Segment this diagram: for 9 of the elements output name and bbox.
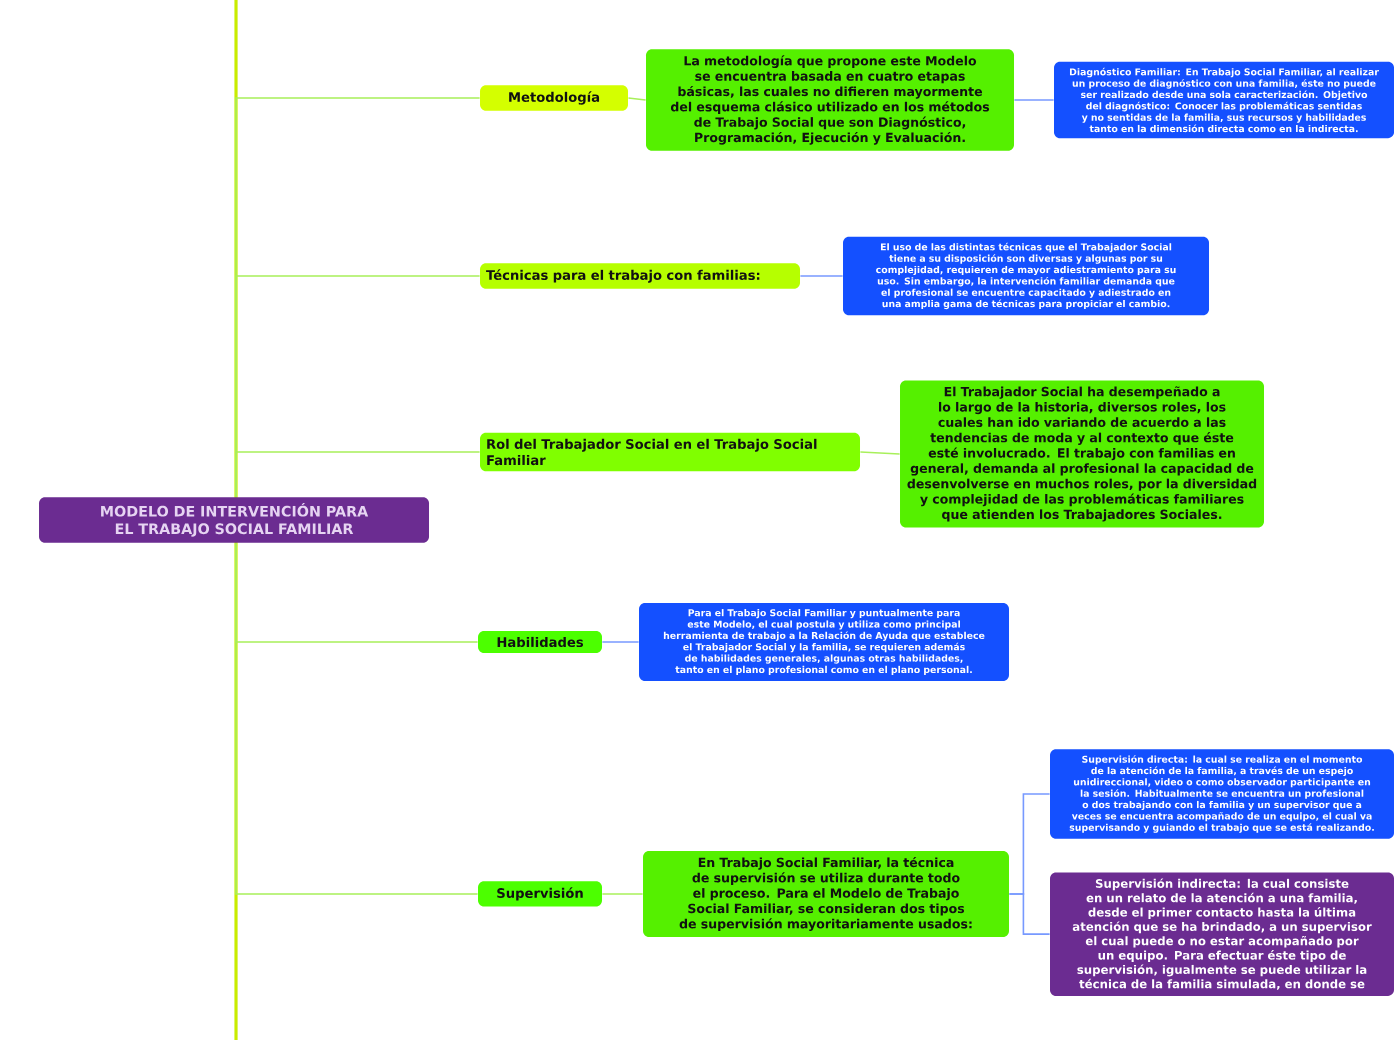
connector-line xyxy=(235,451,481,498)
connector-line xyxy=(799,275,844,277)
connector-line xyxy=(601,641,640,643)
connector-line xyxy=(1013,99,1055,101)
connector-line xyxy=(859,451,901,455)
connector-line xyxy=(1008,893,1051,935)
connector-line xyxy=(627,97,647,101)
connector-line xyxy=(601,893,644,895)
connector-line xyxy=(235,542,479,895)
